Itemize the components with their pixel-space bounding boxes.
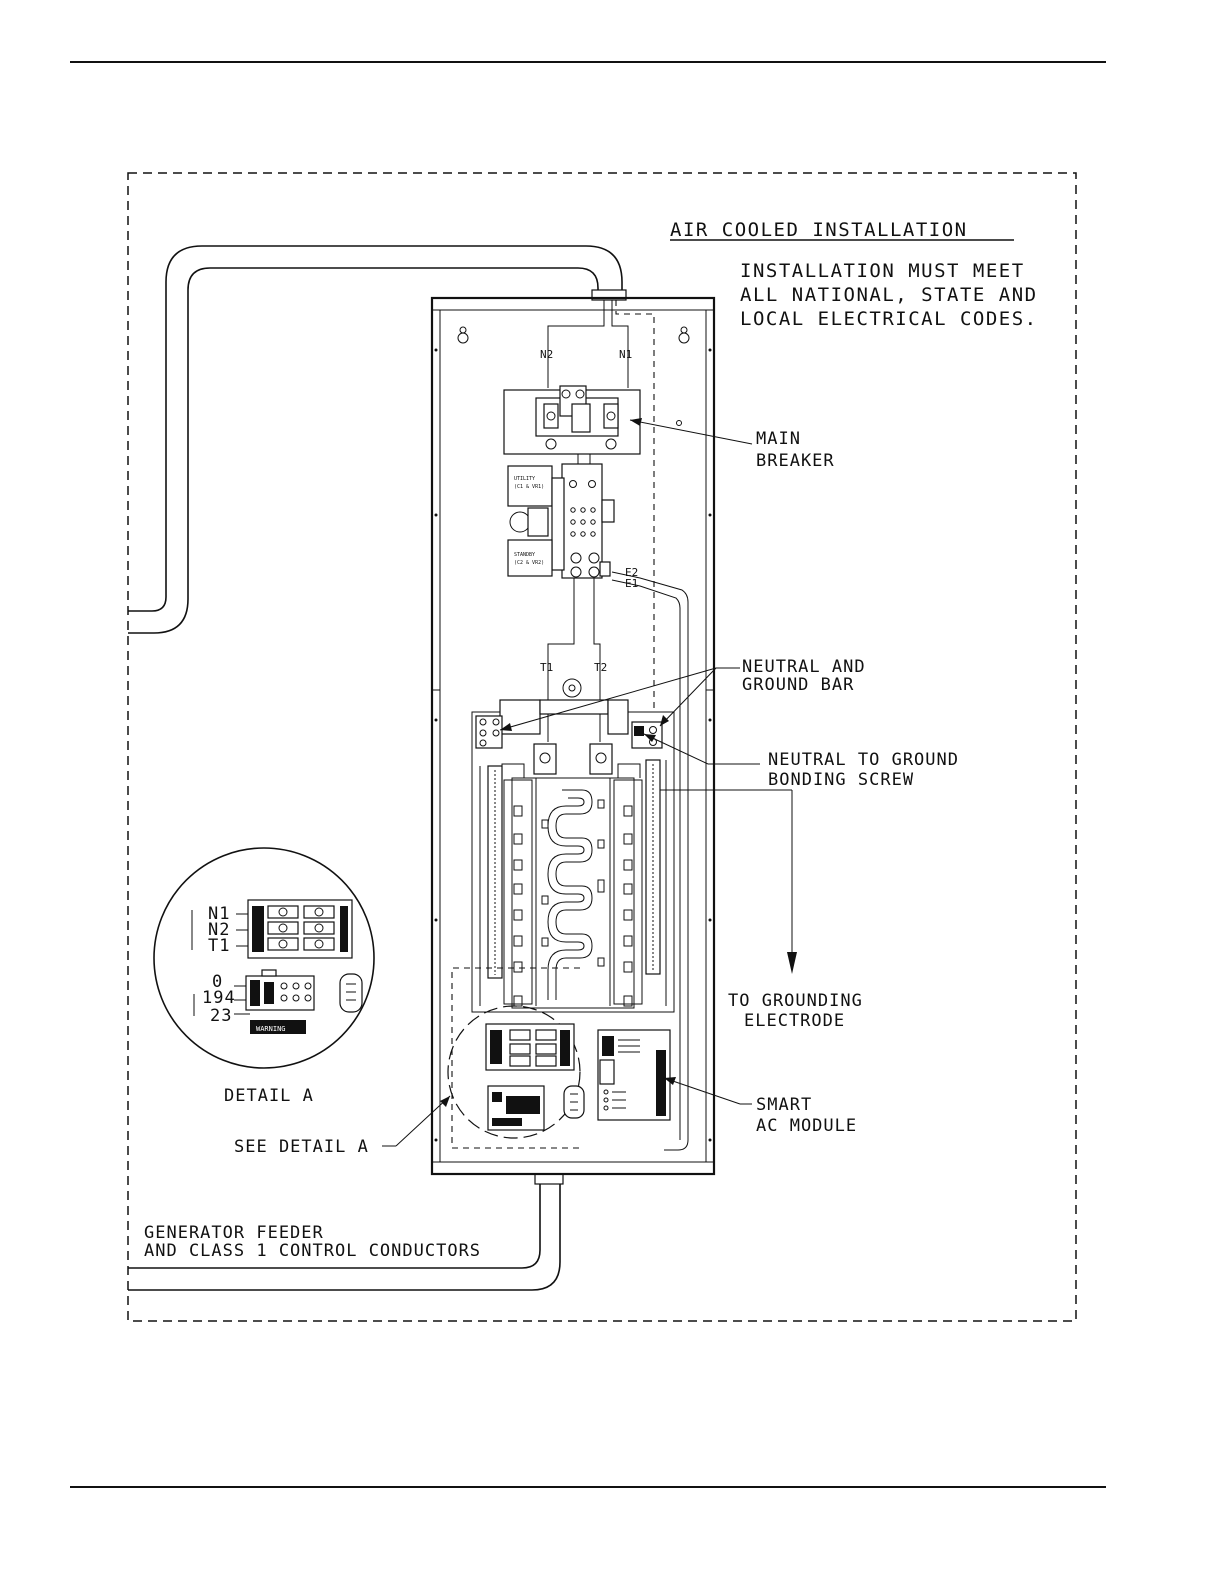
svg-text:GENERATOR FEEDER: GENERATOR FEEDER — [144, 1223, 324, 1243]
terminal-label-t2: T2 — [594, 661, 607, 674]
svg-text:T1: T1 — [208, 936, 230, 956]
callout-generator-feeder: GENERATOR FEEDER AND CLASS 1 CONTROL CON… — [144, 1223, 481, 1261]
center-bus — [535, 778, 611, 1006]
callout-bonding-screw: NEUTRAL TO GROUND BONDING SCREW — [768, 750, 959, 790]
svg-text:GROUND BAR: GROUND BAR — [742, 675, 854, 695]
terminal-label-n2: N2 — [540, 348, 553, 361]
svg-text:BONDING SCREW: BONDING SCREW — [768, 770, 914, 790]
svg-text:0: 0 — [212, 972, 223, 992]
svg-text:AC MODULE: AC MODULE — [756, 1116, 857, 1136]
main-breaker — [503, 385, 682, 464]
callout-smart-ac-module: SMART AC MODULE — [756, 1095, 857, 1136]
svg-text:(C1 & VR1): (C1 & VR1) — [514, 484, 544, 490]
callout-neutral-ground-bar: NEUTRAL AND GROUND BAR — [742, 657, 866, 695]
callout-main-breaker: MAIN BREAKER — [756, 429, 835, 471]
detail-a-dashed-route — [451, 967, 584, 1149]
terminal-label-t1: T1 — [540, 661, 553, 674]
transfer-switch-enclosure — [430, 296, 716, 1176]
breaker-column-right — [613, 779, 643, 1007]
callout-grounding-electrode: TO GROUNDING ELECTRODE — [728, 991, 863, 1031]
bottom-conduit — [128, 1173, 564, 1291]
svg-text:23: 23 — [210, 1006, 232, 1026]
neutral-ground-bar-right — [631, 721, 667, 1006]
top-conduit — [128, 245, 627, 634]
generator-leads — [611, 571, 689, 1151]
terminal-label-e1: E1 — [625, 577, 638, 590]
utility-conductors: N2 N1 — [540, 300, 632, 388]
terminal-label-n1: N1 — [619, 348, 632, 361]
svg-text:INSTALLATION MUST MEET: INSTALLATION MUST MEET — [740, 260, 1025, 282]
callout-leaders — [382, 418, 797, 1147]
smart-ac-module — [597, 1029, 671, 1121]
svg-text:NEUTRAL TO GROUND: NEUTRAL TO GROUND — [768, 750, 959, 770]
detail-a-magnified: N1 N2 T1 WARNING 0 194 23 DETAIL A — [153, 847, 375, 1106]
svg-text:LOCAL ELECTRICAL CODES.: LOCAL ELECTRICAL CODES. — [740, 308, 1038, 330]
installation-note: INSTALLATION MUST MEET ALL NATIONAL, STA… — [740, 260, 1038, 330]
detail-a-region — [447, 1005, 585, 1139]
diagram-title: AIR COOLED INSTALLATION — [670, 219, 968, 241]
svg-text:ALL NATIONAL, STATE AND: ALL NATIONAL, STATE AND — [740, 284, 1038, 306]
installation-boundary — [127, 172, 1077, 1322]
svg-text:194: 194 — [202, 988, 236, 1008]
svg-text:(C2 & VR2): (C2 & VR2) — [514, 560, 544, 566]
detail-a-title: DETAIL A — [224, 1086, 314, 1106]
utility-contactor-label: UTILITY — [514, 476, 535, 482]
control-wiring-route — [615, 300, 655, 712]
breaker-column-left — [503, 779, 533, 1007]
keyhole-right-icon — [678, 326, 690, 344]
svg-text:SMART: SMART — [756, 1095, 812, 1115]
svg-text:N1: N1 — [208, 904, 230, 924]
svg-text:ELECTRODE: ELECTRODE — [744, 1011, 845, 1031]
load-conductors: T1 T2 — [540, 578, 607, 742]
callout-see-detail-a: SEE DETAIL A — [234, 1137, 369, 1157]
detail-a-warning-label: WARNING — [256, 1025, 286, 1033]
transfer-mechanism: UTILITY (C1 & VR1) STANDBY (C2 & VR2) E2… — [507, 463, 638, 590]
load-center-panel — [471, 678, 675, 1013]
svg-text:AND CLASS 1 CONTROL CONDUCTORS: AND CLASS 1 CONTROL CONDUCTORS — [144, 1241, 481, 1261]
svg-text:BREAKER: BREAKER — [756, 451, 835, 471]
svg-text:NEUTRAL AND: NEUTRAL AND — [742, 657, 866, 677]
standby-contactor-label: STANDBY — [514, 552, 535, 558]
svg-text:MAIN: MAIN — [756, 429, 801, 449]
keyhole-left-icon — [457, 326, 469, 344]
svg-text:N2: N2 — [208, 920, 230, 940]
svg-text:TO GROUNDING: TO GROUNDING — [728, 991, 863, 1011]
neutral-ground-bar-left — [475, 715, 503, 1006]
